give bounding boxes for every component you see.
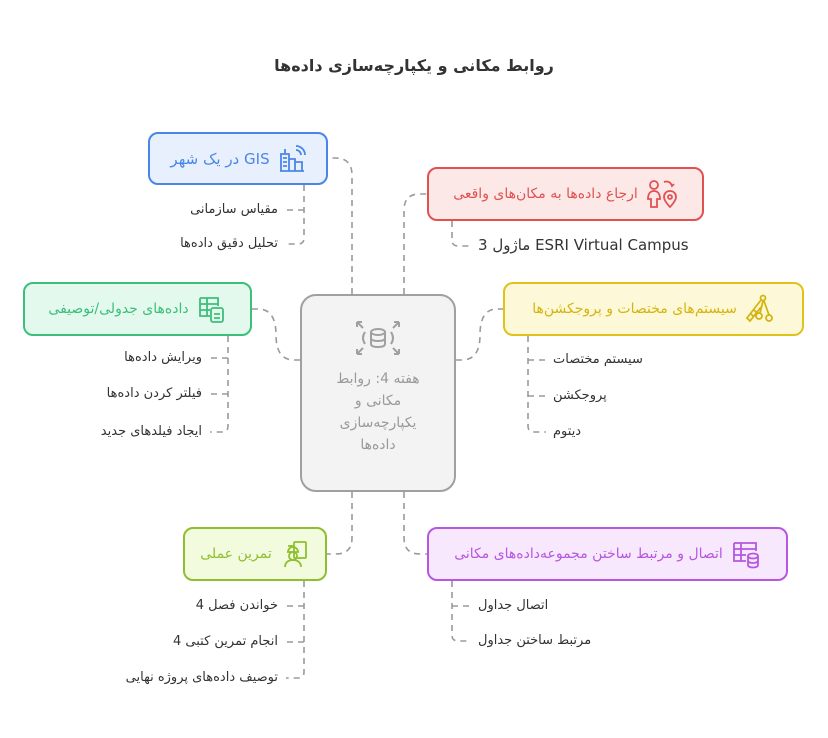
- branch-tabular[interactable]: داده‌های جدولی/توصیفی: [23, 282, 252, 336]
- branch-georef[interactable]: ارجاع داده‌ها به مکان‌های واقعی: [427, 167, 704, 221]
- list-item: خواندن فصل 4: [195, 598, 278, 613]
- list-item: مقیاس سازمانی: [190, 202, 278, 217]
- center-line: هفته 4: روابط: [336, 371, 420, 387]
- connector-practice: [327, 492, 353, 555]
- branch-gis[interactable]: GIS در یک شهر: [148, 132, 328, 185]
- branch-coords[interactable]: سیستم‌های مختصات و پروجکشن‌ها: [503, 282, 804, 336]
- branch-practice[interactable]: تمرین عملی: [183, 527, 327, 581]
- list-item: ESRI Virtual Campus ماژول 3: [478, 236, 689, 254]
- list-item: اتصال جداول: [478, 598, 549, 613]
- branch-label: GIS در یک شهر: [170, 149, 270, 168]
- connector-georef: [403, 193, 427, 294]
- connector-practice-items: [286, 581, 305, 679]
- list-item: فیلتر کردن داده‌ها: [106, 386, 202, 401]
- database-expand-icon: [356, 321, 400, 355]
- diagram-title: روابط مکانی و یکپارچه‌سازی داده‌ها: [274, 56, 554, 75]
- branch-label: ارجاع داده‌ها به مکان‌های واقعی: [453, 186, 638, 202]
- connector-gis-items: [286, 185, 305, 245]
- list-item: تحلیل دقیق داده‌ها: [180, 236, 278, 251]
- list-item: مرتبط ساختن جداول: [478, 633, 592, 648]
- connector-coords-items: [527, 336, 546, 433]
- connector-georef-items: [451, 221, 470, 247]
- connector-coords: [456, 308, 503, 361]
- worker-board-icon: [283, 541, 307, 568]
- branch-label: سیستم‌های مختصات و پروجکشن‌ها: [532, 301, 737, 317]
- center-line: یکپارچه‌سازی: [339, 415, 417, 431]
- list-item: توصیف داده‌های پروژه نهایی: [125, 670, 278, 685]
- branch-join[interactable]: اتصال و مرتبط ساختن مجموعه‌داده‌های مکان…: [427, 527, 788, 581]
- center-line: داده‌ها: [360, 437, 396, 453]
- list-item: ایجاد فیلدهای جدید: [100, 424, 202, 439]
- list-item: پروجکشن: [553, 388, 607, 403]
- branch-label: داده‌های جدولی/توصیفی: [48, 301, 189, 317]
- branch-label: تمرین عملی: [200, 546, 272, 562]
- connector-tabular-items: [210, 336, 229, 433]
- list-item: ویرایش داده‌ها: [124, 350, 202, 365]
- branch-label: اتصال و مرتبط ساختن مجموعه‌داده‌های مکان…: [454, 546, 723, 562]
- table-database-icon: [732, 542, 759, 569]
- list-item: دیتوم: [553, 424, 582, 439]
- person-location-icon: [646, 180, 677, 209]
- list-item: سیستم مختصات: [553, 352, 643, 367]
- connector-tabular: [252, 308, 300, 361]
- connector-join: [403, 492, 427, 555]
- central-topic[interactable]: هفته 4: روابط مکانی و یکپارچه‌سازی داده‌…: [300, 294, 456, 492]
- connector-join-items: [451, 581, 470, 642]
- city-building-icon: [279, 144, 306, 172]
- list-item: انجام تمرین کتبی 4: [172, 634, 278, 649]
- connector-gis: [328, 157, 353, 294]
- center-line: مکانی و: [354, 393, 402, 409]
- table-document-icon: [198, 297, 224, 323]
- geometry-tool-icon: [745, 294, 773, 323]
